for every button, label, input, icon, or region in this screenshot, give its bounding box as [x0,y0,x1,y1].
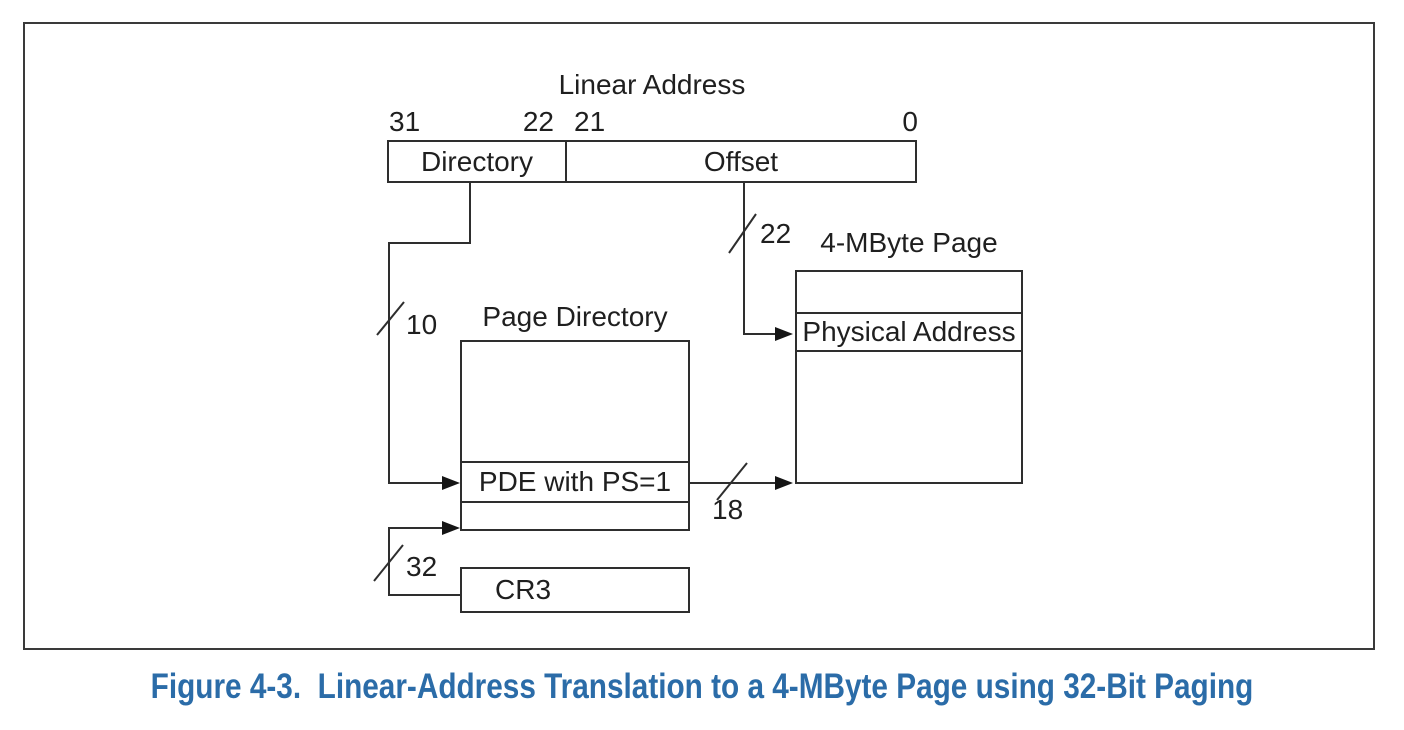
mbyte-page-title: 4-MByte Page [820,227,998,258]
bus-width-cr3: 32 [406,551,438,582]
bus-slash-18-icon [716,462,748,501]
linear-address-title: Linear Address [558,69,746,100]
connector-pde-to-page [690,462,793,501]
bit-label-22: 22 [522,106,554,137]
arrowhead-into-pde-icon [442,476,460,490]
connector-cr3-to-page-directory [373,521,460,596]
connector-directory-to-pde [376,183,471,490]
bus-slash-32-icon [373,544,404,582]
cr3-label: CR3 [495,574,552,605]
page-directory-upper-region [462,342,688,463]
connector-offset-to-physical-address [728,183,793,341]
bus-width-pde: 18 [712,494,744,525]
cr3-box: CR3 [460,567,690,613]
arrowhead-into-physical-address-icon [775,327,793,341]
physical-address-entry: Physical Address [797,314,1021,352]
figure-frame [23,22,1375,650]
bus-width-offset: 22 [760,218,792,249]
bit-label-21: 21 [574,106,606,137]
bus-slash-10-icon [376,301,405,336]
bit-label-31: 31 [389,106,421,137]
bit-label-0: 0 [902,106,918,137]
page-directory-box: PDE with PS=1 [460,340,690,531]
arrowhead-into-page-icon [775,476,793,490]
page-directory-lower-region [462,503,688,529]
directory-to-pde-line [388,183,471,484]
mbyte-page-box: Physical Address [795,270,1023,484]
arrowhead-into-page-directory-icon [442,521,460,535]
page-directory-title: Page Directory [482,301,668,332]
figure-caption: Figure 4-3. Linear-Address Translation t… [150,667,1254,706]
offset-to-physical-line [743,183,777,335]
bus-slash-22-icon [728,213,757,254]
linear-address-box: Directory Offset [387,140,917,183]
mbyte-page-upper-region [797,272,1021,314]
bus-width-directory: 10 [406,309,438,340]
directory-field: Directory [389,142,567,181]
offset-field: Offset [703,145,779,177]
pde-entry: PDE with PS=1 [462,463,688,503]
mbyte-page-lower-region [797,352,1021,482]
